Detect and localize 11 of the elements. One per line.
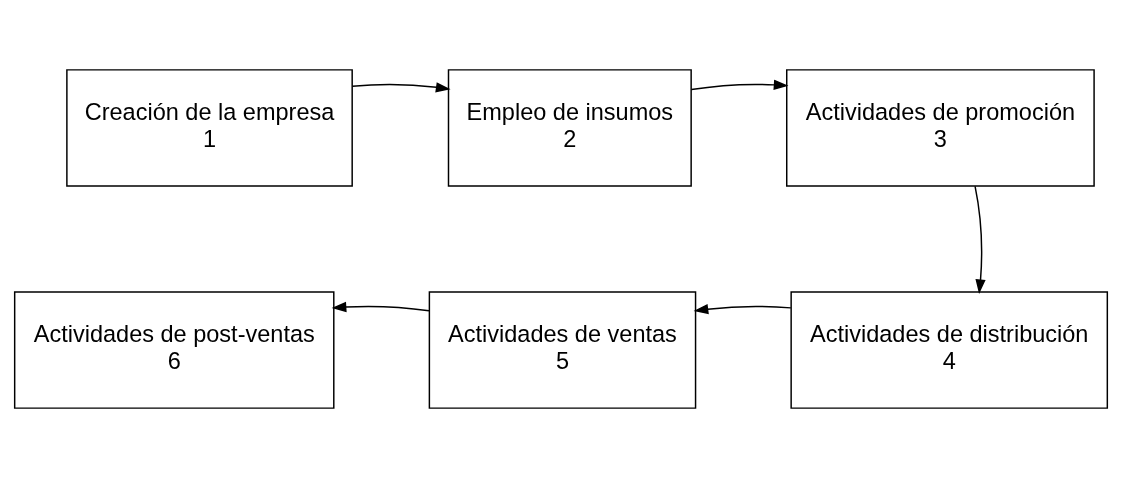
arrow <box>331 301 430 313</box>
node-box: Actividades de ventas 5 <box>428 291 697 409</box>
arrow <box>974 185 986 295</box>
arrow <box>693 304 792 315</box>
node-box: Actividades de promoción 3 <box>786 69 1095 187</box>
arrow <box>351 82 451 93</box>
node-box: Empleo de insumos 2 <box>447 69 692 187</box>
node-box: Creación de la empresa 1 <box>66 69 353 187</box>
node-box: Actividades de distribución 4 <box>790 291 1109 409</box>
node-box: Actividades de post-ventas 6 <box>13 291 335 409</box>
arrow <box>690 79 789 91</box>
